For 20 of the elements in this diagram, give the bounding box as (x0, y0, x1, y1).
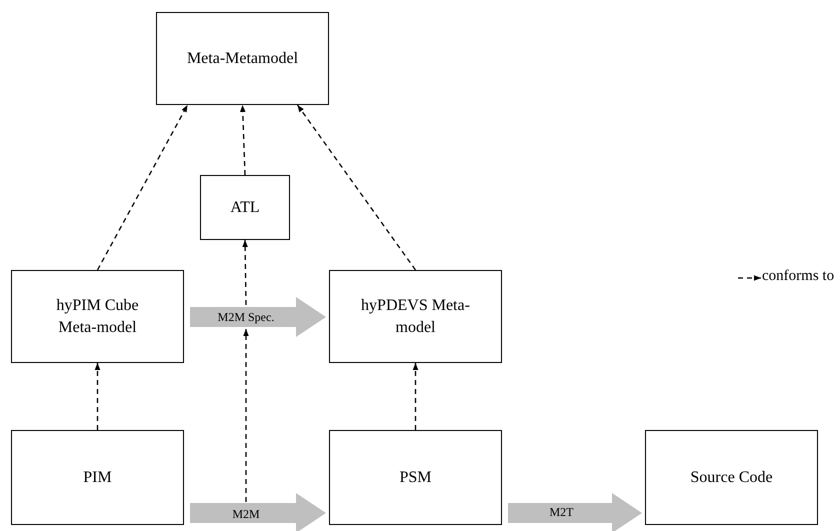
legend-text: conforms to (762, 268, 834, 285)
model-box: ATL (200, 175, 290, 240)
conforms-arrow (242, 240, 248, 306)
conforms-arrow (412, 363, 418, 430)
transformation-arrow (508, 493, 642, 531)
transformation-label: M2M (198, 502, 294, 526)
conforms-arrow (296, 104, 416, 270)
model-box: Source Code (645, 430, 818, 525)
model-box: Meta-Metamodel (156, 12, 329, 105)
model-box: PSM (329, 430, 502, 525)
conforms-arrow (240, 104, 246, 176)
conforms-arrow (96, 104, 188, 270)
model-box: hyPDEVS Meta-model (329, 270, 502, 363)
conforms-arrow (94, 363, 100, 430)
conforms-arrow (243, 329, 249, 502)
model-box: hyPIM Cube Meta-model (11, 270, 184, 363)
transformation-arrow (190, 297, 326, 337)
transformation-arrow (190, 493, 326, 531)
model-box: PIM (11, 430, 184, 525)
transformation-label: M2M Spec. (198, 305, 294, 329)
